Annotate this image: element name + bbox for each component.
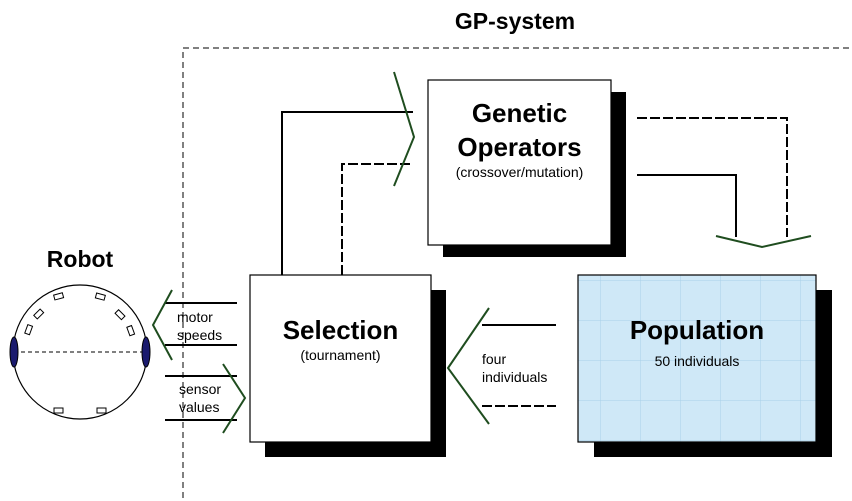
sensor-values-label: sensor values (179, 380, 221, 416)
gp-system-boundary (182, 47, 852, 498)
genetic-to-population-line-inner (637, 174, 737, 237)
sensor-label-line1: sensor (179, 381, 222, 397)
selection-to-genetic-line-inner (341, 163, 413, 275)
selection-box (249, 274, 432, 443)
population-label: Population 50 individuals (578, 313, 816, 369)
robot-sensor (96, 407, 107, 414)
four-label-line2: individuals (482, 369, 548, 385)
population-box (577, 274, 817, 443)
robot-right-wheel (141, 336, 151, 368)
selection-subtitle: (tournament) (300, 347, 381, 363)
robot-sensor (24, 323, 34, 336)
robot-title: Robot (46, 246, 114, 272)
motor-speeds-label: motor speeds (177, 308, 222, 344)
population-subtitle: 50 individuals (654, 353, 740, 369)
robot-left-wheel (9, 336, 19, 368)
four-individuals-label: four individuals (482, 350, 547, 386)
motor-label-line1: motor (177, 309, 213, 325)
robot-sensor (114, 309, 126, 321)
genetic-operators-subtitle: (crossover/mutation) (455, 164, 584, 180)
sensor-label-line2: values (179, 399, 220, 415)
robot-sensor (94, 292, 106, 301)
gp-system-title: GP-system (454, 8, 576, 34)
genetic-operators-label: Genetic Operators (crossover/mutation) (428, 96, 611, 180)
sensor-arrowhead (222, 363, 247, 434)
genetic-operators-title-line1: Genetic (471, 98, 568, 128)
robot-sensor (126, 324, 136, 337)
population-title: Population (629, 315, 765, 345)
robot-sensor (33, 308, 45, 320)
genetic-to-population-line-outer (637, 117, 788, 237)
robot-diagram (9, 284, 151, 420)
robot-sensor (53, 292, 65, 301)
motor-arrowhead (151, 289, 173, 361)
genetic-operators-box (427, 79, 612, 246)
selection-title: Selection (282, 315, 399, 345)
robot-sensor (53, 407, 64, 414)
selection-label: Selection (tournament) (250, 313, 431, 363)
population-input-arrowhead (715, 235, 812, 249)
four-individuals-arrowhead (446, 307, 490, 425)
genetic-input-arrowhead (393, 71, 416, 187)
genetic-operators-title-line2: Operators (457, 132, 582, 162)
motor-label-line2: speeds (177, 327, 223, 343)
four-label-line1: four (482, 351, 507, 367)
selection-to-genetic-line-outer (281, 111, 413, 275)
